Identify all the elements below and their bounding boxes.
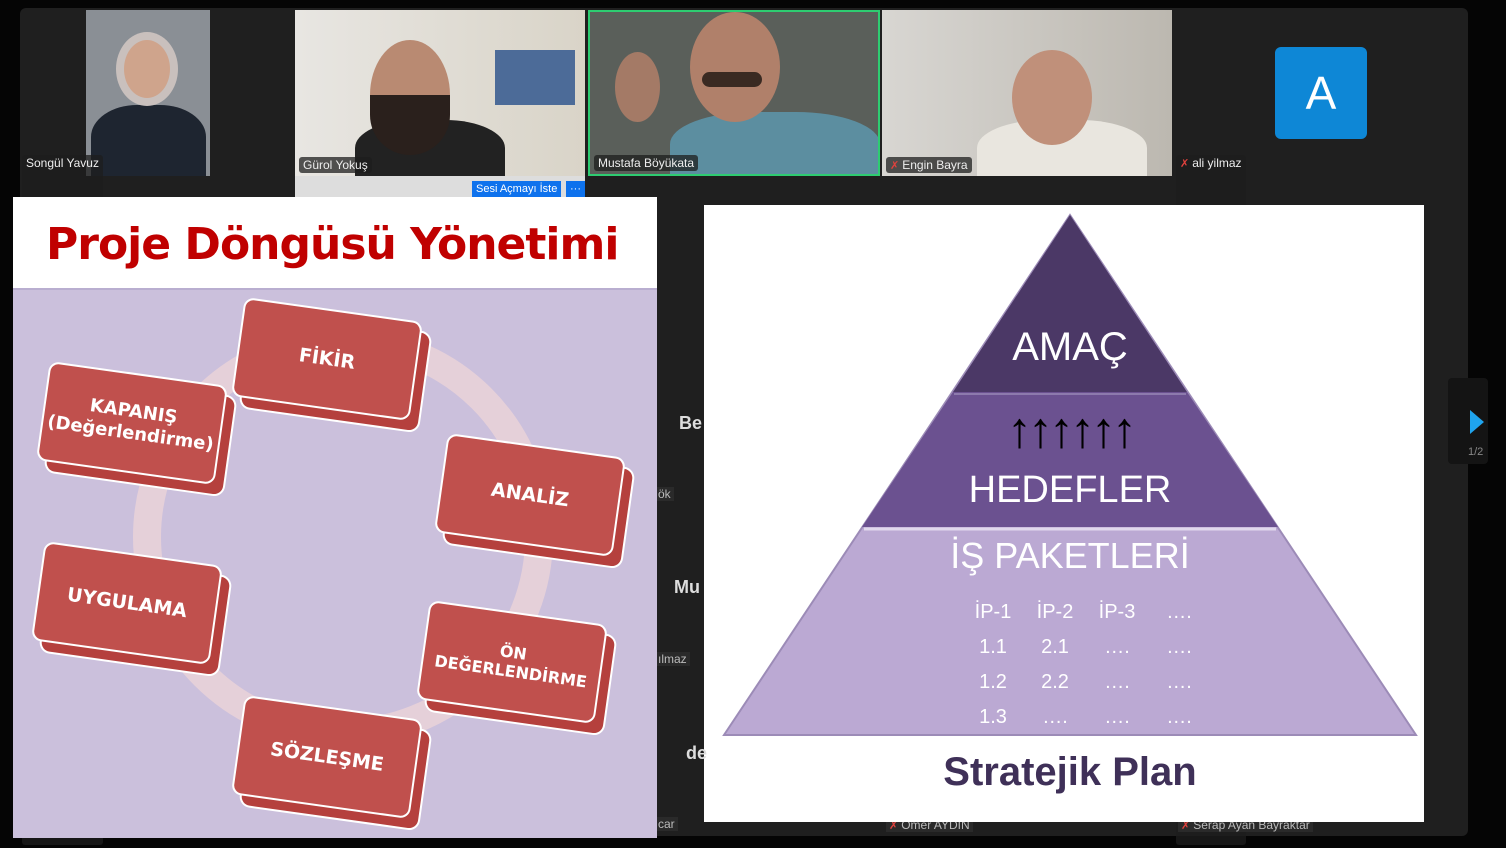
next-page-button[interactable]: 1/2	[1448, 378, 1488, 464]
table-cell: ….	[1166, 601, 1192, 623]
pyramid-top-label: AMAÇ	[1012, 325, 1128, 369]
participant-name: ılmaz	[655, 652, 690, 666]
video-tile-engin[interactable]: ✗Engin Bayra	[882, 10, 1172, 176]
muted-mic-icon: ✗	[1180, 158, 1190, 170]
work-package-table: İP-1 İP-2 İP-3 …. 1.1 2.1 …. …. 1.2 2.2 …. …. 1.3 …. ……	[962, 595, 1210, 735]
page-indicator: 1/2	[1468, 446, 1484, 458]
arrows-up-icon: ↑↑↑↑↑↑	[1007, 402, 1137, 458]
participant-name: Mustafa Böyükata	[594, 155, 699, 171]
table-cell: ….	[1104, 671, 1130, 693]
participant-name: car	[655, 817, 678, 831]
video-tile-mustafa[interactable]: Mustafa Böyükata	[588, 10, 880, 176]
table-cell: 2.2	[1041, 671, 1069, 693]
participant-name: ök	[655, 487, 674, 501]
table-cell: ….	[1166, 671, 1192, 693]
table-cell: ….	[1166, 636, 1192, 658]
partial-text: de	[686, 743, 708, 763]
partial-text: Be	[679, 413, 703, 433]
table-cell: 1.2	[979, 671, 1007, 693]
table-cell: İP-3	[1098, 601, 1136, 623]
muted-mic-icon: ✗	[890, 160, 900, 172]
slide-caption: Stratejik Plan	[943, 750, 1197, 794]
pyramid	[722, 213, 1418, 736]
stage-kapanis: KAPANIŞ (Değerlendirme)	[35, 360, 229, 486]
table-row: İP-1 İP-2 İP-3 ….	[962, 595, 1210, 630]
table-cell: İP-1	[974, 601, 1012, 623]
video-tile-gurol[interactable]: Gürol Yokuş	[295, 10, 585, 176]
partial-text: Mu	[674, 577, 700, 597]
pyramid-middle-label: HEDEFLER	[968, 469, 1172, 511]
table-cell: 2.1	[1041, 636, 1069, 658]
table-cell: ….	[1104, 706, 1130, 728]
participant-name: Gürol Yokuş	[299, 157, 372, 173]
table-cell: ….	[1104, 636, 1130, 658]
table-cell: 1.3	[979, 706, 1007, 728]
chevron-right-icon	[1470, 410, 1484, 434]
slide-title: Proje Döngüsü Yönetimi	[46, 219, 619, 270]
pyramid-bottom-label: İŞ PAKETLERİ	[950, 535, 1190, 576]
participant-name: ✗Engin Bayra	[886, 157, 972, 173]
request-unmute-button[interactable]: Sesi Açmayı İste	[472, 181, 562, 197]
table-row: 1.3 …. …. ….	[962, 700, 1210, 735]
table-cell: İP-2	[1036, 601, 1074, 623]
more-button[interactable]: ···	[566, 181, 585, 197]
table-row: 1.1 2.1 …. ….	[962, 630, 1210, 665]
video-tile-songul[interactable]	[86, 10, 210, 176]
table-cell: ….	[1166, 706, 1192, 728]
table-row: 1.2 2.2 …. ….	[962, 665, 1210, 700]
table-cell: ….	[1042, 706, 1068, 728]
avatar: A	[1275, 47, 1367, 139]
slide-project-cycle: Proje Döngüsü Yönetimi FİKİR ANALİZ ÖN D…	[13, 197, 657, 838]
table-cell: 1.1	[979, 636, 1007, 658]
